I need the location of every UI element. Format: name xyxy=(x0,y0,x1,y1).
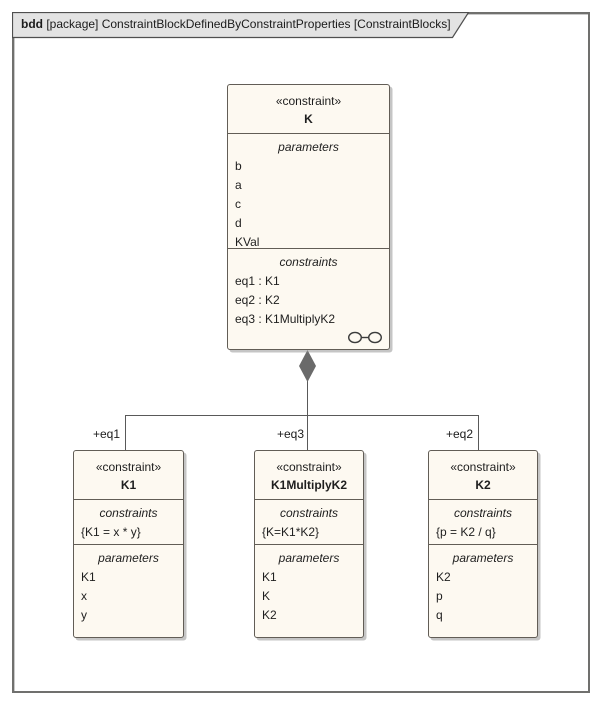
constraints-compartment-label: constraints xyxy=(453,506,513,520)
block-k1-constraint-list: {K1 = x * y} xyxy=(74,523,183,542)
connector-role-label-eq1: +eq1 xyxy=(92,427,120,441)
connector-stem-line[interactable] xyxy=(307,381,308,416)
parameter-row: K1 xyxy=(81,570,96,584)
composite-structure-indicator-icon xyxy=(347,331,383,344)
parameter-row: y xyxy=(81,608,87,622)
constraint-block-k2[interactable]: «constraint» K2 constraints {p = K2 / q}… xyxy=(428,450,538,638)
constraint-row: eq1 : K1 xyxy=(235,274,280,288)
block-k1-constraints-compartment: constraints {K1 = x * y} xyxy=(74,499,183,544)
block-k1multiplyk2-name: K1MultiplyK2 xyxy=(270,478,347,492)
connector-bus-line[interactable] xyxy=(125,415,479,416)
parameter-row: d xyxy=(235,216,242,230)
block-k2-header: «constraint» K2 xyxy=(429,451,537,499)
parameters-compartment-label: parameters xyxy=(278,551,340,565)
block-k1-stereotype: «constraint» xyxy=(95,460,162,474)
parameter-row: b xyxy=(235,159,242,173)
block-k2-constraints-compartment: constraints {p = K2 / q} xyxy=(429,499,537,544)
frame-heading-keyword: bdd xyxy=(21,17,43,31)
block-k1multiplyk2-header: «constraint» K1MultiplyK2 xyxy=(255,451,363,499)
constraint-row: {p = K2 / q} xyxy=(436,525,496,539)
connector-drop-eq2[interactable] xyxy=(478,415,479,450)
constraint-block-k1[interactable]: «constraint» K1 constraints {K1 = x * y}… xyxy=(73,450,184,638)
constraint-row: eq3 : K1MultiplyK2 xyxy=(235,312,336,326)
block-k-name: K xyxy=(304,112,313,126)
frame-heading-text: bdd [package] ConstraintBlockDefinedByCo… xyxy=(21,17,451,31)
block-k2-name: K2 xyxy=(475,478,491,492)
parameter-row: KVal xyxy=(235,235,260,248)
connector-drop-eq1[interactable] xyxy=(125,415,126,450)
frame-tab-shape xyxy=(12,12,470,39)
parameters-compartment-label: parameters xyxy=(452,551,514,565)
block-k-constraint-list: eq1 : K1 eq2 : K2 eq3 : K1MultiplyK2 xyxy=(228,272,389,329)
parameters-compartment-label: parameters xyxy=(98,551,159,565)
constraints-compartment-label: constraints xyxy=(279,255,338,269)
block-k2-stereotype: «constraint» xyxy=(450,460,516,474)
parameter-row: q xyxy=(436,608,443,622)
connector-drop-eq3[interactable] xyxy=(307,415,308,450)
constraint-row: {K=K1*K2} xyxy=(262,525,320,539)
block-k2-constraint-list: {p = K2 / q} xyxy=(429,523,537,542)
parameter-row: a xyxy=(235,178,242,192)
parameter-row: K2 xyxy=(262,608,277,622)
block-k-stereotype: «constraint» xyxy=(275,94,342,108)
composition-diamond-icon[interactable] xyxy=(299,350,316,382)
connector-role-label-eq2: +eq2 xyxy=(445,427,473,441)
parameter-row: p xyxy=(436,589,443,603)
constraint-row: {K1 = x * y} xyxy=(81,525,141,539)
parameter-row: K2 xyxy=(436,570,451,584)
parameter-row: x xyxy=(81,589,87,603)
block-k1-header: «constraint» K1 xyxy=(74,451,183,499)
block-k1multiplyk2-constraints-compartment: constraints {K=K1*K2} xyxy=(255,499,363,544)
constraints-compartment-label: constraints xyxy=(99,506,158,520)
block-k-constraints-compartment: constraints eq1 : K1 eq2 : K2 eq3 : K1Mult… xyxy=(228,248,389,349)
constraint-row: eq2 : K2 xyxy=(235,293,280,307)
frame-heading-tab: bdd [package] ConstraintBlockDefinedByCo… xyxy=(12,12,470,39)
constraints-compartment-label: constraints xyxy=(279,506,339,520)
constraint-block-k1multiplyk2[interactable]: «constraint» K1MultiplyK2 constraints {K… xyxy=(254,450,364,638)
parameter-row: K xyxy=(262,589,271,603)
parameters-compartment-label: parameters xyxy=(278,140,339,154)
block-k1-name: K1 xyxy=(120,478,137,492)
parameter-row: c xyxy=(235,197,241,211)
block-k1multiplyk2-constraint-list: {K=K1*K2} xyxy=(255,523,363,542)
block-k1multiplyk2-stereotype: «constraint» xyxy=(276,460,342,474)
parameter-row: K1 xyxy=(262,570,277,584)
connector-role-label-eq3: +eq3 xyxy=(276,427,304,441)
block-k-header: «constraint» K xyxy=(228,85,389,133)
frame-heading-title: [package] ConstraintBlockDefinedByConstr… xyxy=(43,17,451,31)
